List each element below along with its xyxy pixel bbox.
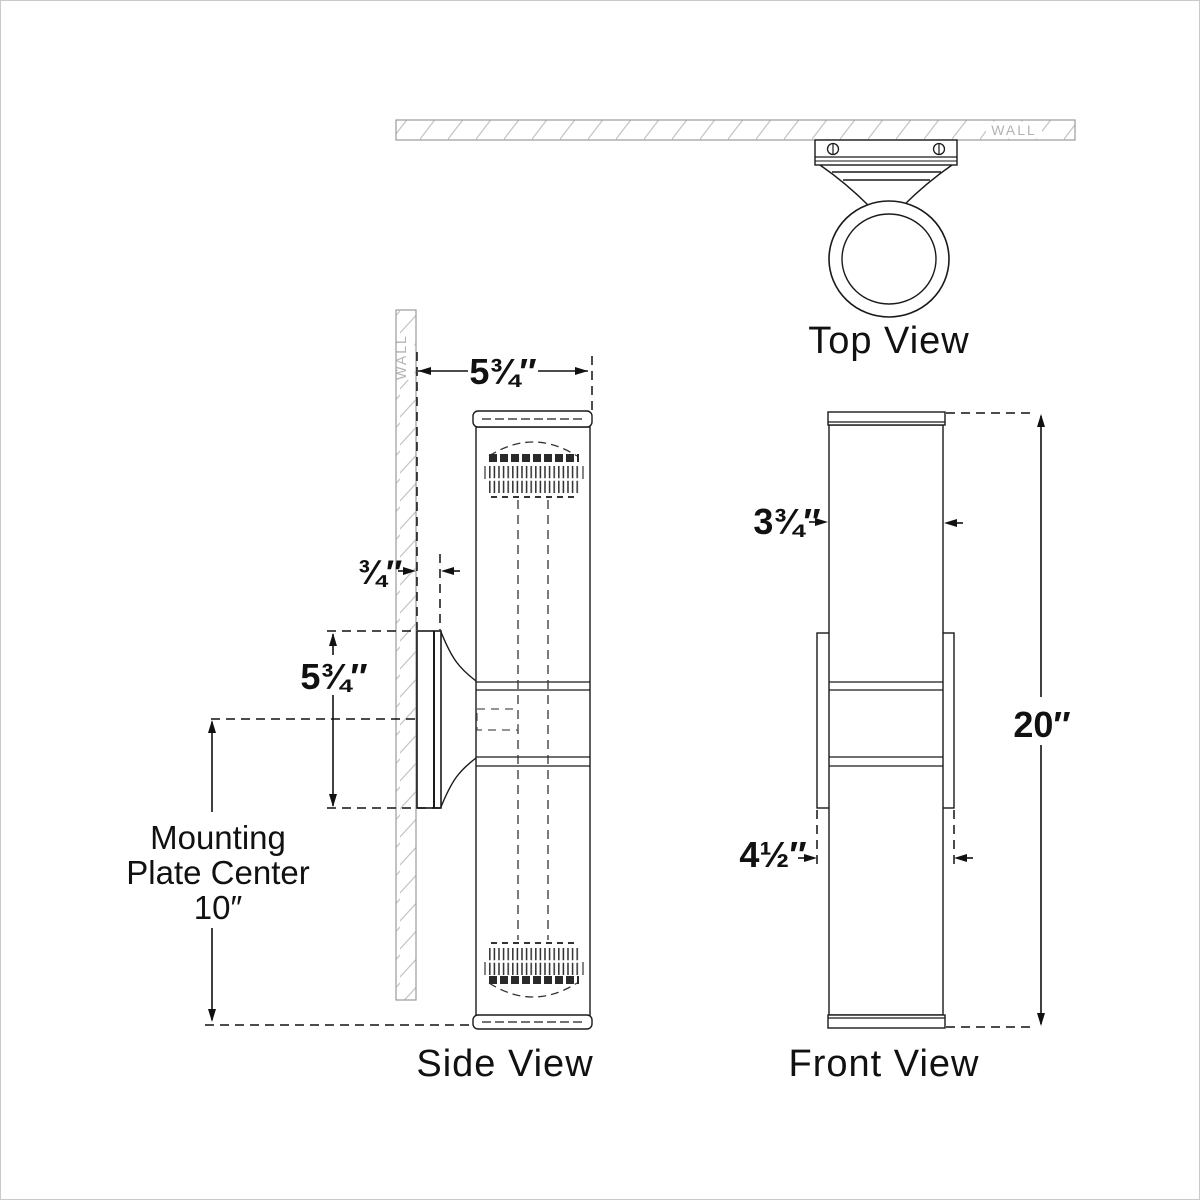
wall-section-side <box>395 309 417 1001</box>
front-view: 3¾″ 4½″ 20″ Front View <box>739 411 1074 1085</box>
mounting-center-line2: Plate Center <box>126 854 309 891</box>
side-view: WALL <box>126 309 593 1085</box>
dim-backplate-width-text: 4½″ <box>739 834 806 875</box>
center-bands-front <box>829 681 943 767</box>
dim-plate-height: 5¾″ <box>211 630 440 809</box>
dim-backplate-width: 4½″ <box>739 810 973 875</box>
end-caps-front <box>827 411 946 1029</box>
dim-projection-depth: 5¾″ <box>418 350 593 410</box>
dim-mounting-center: Mounting Plate Center 10″ <box>126 720 474 1026</box>
center-bands-side <box>476 681 590 767</box>
top-view: WALL Top View <box>395 119 1076 362</box>
socket-detail-top <box>484 441 584 498</box>
dim-plate-height-text: 5¾″ <box>300 656 367 697</box>
front-view-label: Front View <box>789 1043 980 1085</box>
wall-label-top: WALL <box>991 122 1037 138</box>
mounting-center-line1: Mounting <box>150 819 286 856</box>
dim-overall-height-text: 20″ <box>1013 704 1070 745</box>
canopy-arm-top <box>819 164 953 207</box>
dim-overall-height: 20″ <box>946 412 1074 1028</box>
cylinder-ring-top <box>828 200 950 318</box>
wall-label-side: WALL <box>393 334 409 380</box>
dim-body-width: 3¾″ <box>753 501 963 542</box>
dim-plate-standoff-text: ¾″ <box>358 554 403 592</box>
mounting-plate-side <box>416 630 477 809</box>
end-caps-side <box>472 410 593 1030</box>
dim-plate-standoff: ¾″ <box>358 352 460 630</box>
top-view-label: Top View <box>808 320 970 362</box>
hidden-junction-box <box>476 708 519 731</box>
socket-detail-bottom <box>484 942 584 998</box>
wall-section-top <box>395 119 1076 141</box>
sconce-body-side <box>475 426 591 1017</box>
dim-projection-depth-text: 5¾″ <box>469 351 536 392</box>
side-view-label: Side View <box>416 1043 593 1085</box>
mounting-bracket-top <box>814 139 958 166</box>
mounting-center-line3: 10″ <box>194 889 243 926</box>
sconce-body-front <box>828 424 944 1016</box>
wall-label-backing <box>986 121 1042 139</box>
wall-label-backing <box>397 334 415 380</box>
